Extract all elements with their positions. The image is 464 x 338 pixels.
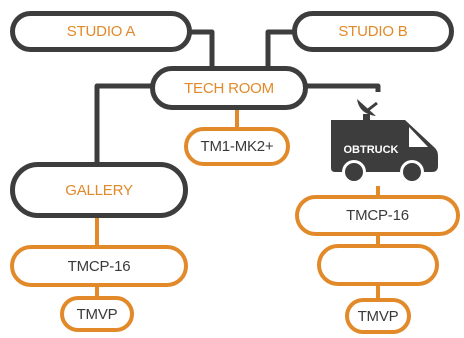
tmvp-right-node: TMVP	[345, 298, 411, 334]
tmcp-right-label: TMCP-16	[346, 207, 409, 224]
connector-studio-b	[265, 29, 298, 66]
ob-truck-label: OBTRUCK	[344, 144, 399, 156]
studio-b-label: STUDIO B	[338, 23, 408, 40]
tm1-node: TM1-MK2+	[184, 127, 290, 166]
tmcp-right-node: TMCP-16	[295, 195, 460, 236]
studio-a-label: STUDIO A	[66, 23, 136, 40]
gallery-node: GALLERY	[10, 162, 188, 218]
studio-b-node: STUDIO B	[292, 11, 454, 52]
tech-room-node: TECH ROOM	[150, 66, 308, 110]
tmcp-left-node: TMCP-16	[10, 245, 188, 287]
tech-room-label: TECH ROOM	[184, 79, 274, 97]
connector-gallery	[94, 83, 155, 162]
connector-truck	[304, 83, 381, 92]
tmcp-left-label: TMCP-16	[67, 257, 131, 275]
empty-node	[317, 244, 439, 286]
connector-studio-a	[190, 29, 215, 66]
tmvp-left-node: TMVP	[60, 296, 134, 332]
studio-a-node: STUDIO A	[10, 11, 192, 52]
tmvp-left-label: TMVP	[76, 305, 118, 323]
tm1-label: TM1-MK2+	[200, 138, 274, 155]
tmvp-right-label: TMVP	[357, 307, 399, 325]
satellite-dish-icon	[357, 99, 376, 116]
ob-truck-icon: OBTRUCK	[331, 99, 438, 184]
gallery-label: GALLERY	[65, 181, 133, 199]
